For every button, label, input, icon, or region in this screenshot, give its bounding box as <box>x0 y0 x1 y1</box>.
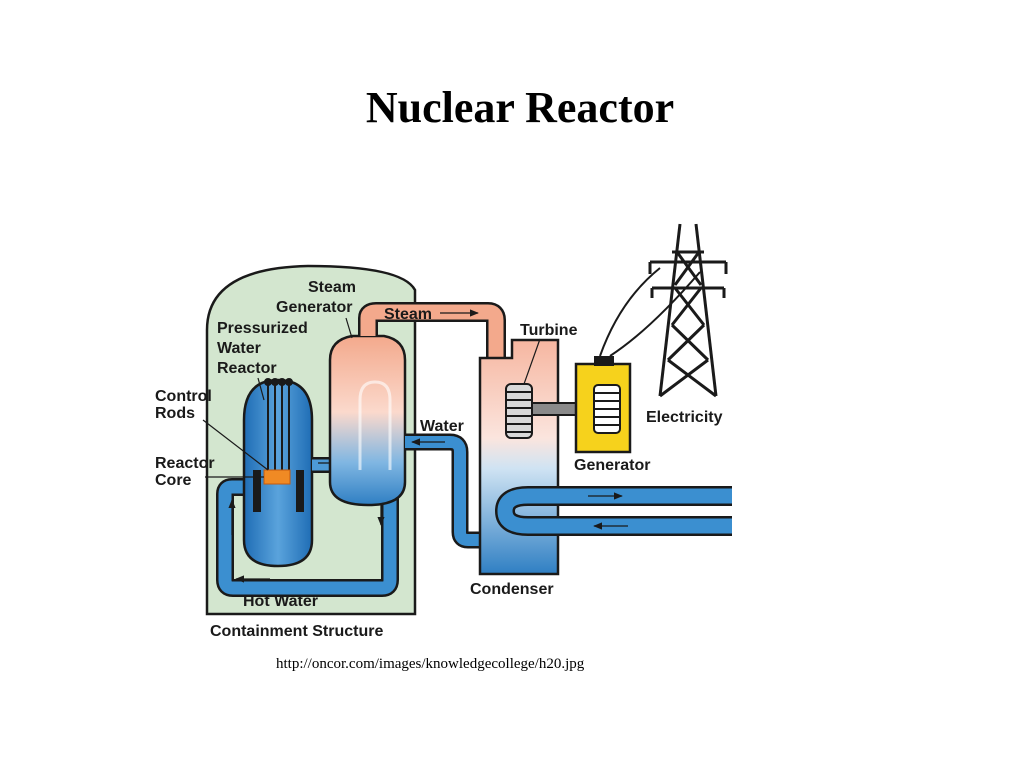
label-electricity: Electricity <box>646 409 723 426</box>
label-steam-generator-1: Steam <box>308 279 356 296</box>
label-reactor-core-2: Core <box>155 472 192 489</box>
label-pwr-2: Water <box>217 340 261 357</box>
label-hot-water: Hot Water <box>243 593 318 610</box>
label-control-rods-2: Rods <box>155 405 195 422</box>
label-steam: Steam <box>384 306 432 323</box>
steam-generator <box>328 334 407 507</box>
power-line <box>599 267 661 357</box>
label-pwr-1: Pressurized <box>217 320 308 337</box>
turbine <box>505 383 533 439</box>
generator <box>574 356 632 454</box>
label-turbine: Turbine <box>520 322 578 339</box>
transmission-tower-icon <box>648 223 728 398</box>
control-rods <box>264 378 293 480</box>
page-title: Nuclear Reactor <box>365 83 675 132</box>
source-url: http://oncor.com/images/knowledgecollege… <box>276 656 585 672</box>
reactor-core <box>263 469 291 485</box>
label-water: Water <box>420 418 464 435</box>
label-condenser: Condenser <box>470 581 554 598</box>
label-control-rods-1: Control <box>155 388 212 405</box>
label-generator: Generator <box>574 457 650 474</box>
label-steam-generator-2: Generator <box>276 299 352 316</box>
label-containment-structure: Containment Structure <box>210 623 383 640</box>
label-reactor-core-1: Reactor <box>155 455 215 472</box>
label-pwr-3: Reactor <box>217 360 277 377</box>
condenser <box>478 338 560 576</box>
